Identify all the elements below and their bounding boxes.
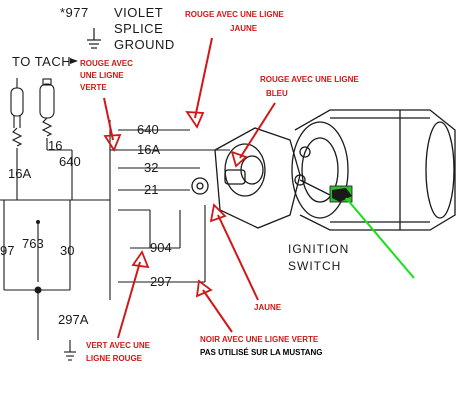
switch-label-ignition: IGNITION <box>288 242 349 256</box>
green-pointer-line <box>345 197 415 279</box>
wire-297a: 297A <box>58 312 89 327</box>
note-rouge-verte-line3: VERTE <box>80 83 107 92</box>
note-rouge-jaune-line1: ROUGE AVEC UNE LIGNE <box>185 10 284 19</box>
tach-connector-left <box>10 78 24 147</box>
arrow-to-297 <box>202 289 233 333</box>
to-tach-label: TO TACH <box>12 54 71 69</box>
note-rouge-bleu-line1: ROUGE AVEC UNE LIGNE <box>260 75 359 84</box>
splice-star-icon <box>36 220 40 224</box>
red-arrows <box>103 37 276 339</box>
note-rouge-jaune-line2: JAUNE <box>230 24 258 33</box>
left-wiring <box>0 120 118 340</box>
center-wiring <box>118 129 230 283</box>
wire-16a: 16A <box>137 142 160 157</box>
note-rouge-verte-line1: ROUGE AVEC <box>80 59 133 68</box>
wire-30: 30 <box>60 243 74 258</box>
arrow-to-640 <box>194 37 213 119</box>
wire-640: 640 <box>137 122 159 137</box>
note-vert-rouge-line2: LIGNE ROUGE <box>86 354 143 363</box>
legend-code: *977 <box>60 5 89 20</box>
arrow-to-904 <box>117 261 141 339</box>
note-pas-utilise: PAS UTILISÉ SUR LA MUSTANG <box>200 348 323 357</box>
note-rouge-bleu-line2: BLEU <box>266 89 288 98</box>
ignition-switch-body <box>191 109 456 231</box>
wire-763: 763 <box>22 236 44 251</box>
ground-symbol-icon <box>87 28 101 49</box>
wire-32: 32 <box>144 160 158 175</box>
wire-297: 297 <box>150 274 172 289</box>
wire-904: 904 <box>150 240 172 255</box>
legend-ground: GROUND <box>114 37 175 52</box>
legend-splice: SPLICE <box>114 21 163 36</box>
tach-arrow-icon <box>70 58 78 64</box>
wire-640-left: 640 <box>59 154 81 169</box>
legend: *977 VIOLET SPLICE GROUND <box>60 5 175 52</box>
highlighted-terminal-icon <box>329 185 353 203</box>
note-vert-rouge-line1: VERT AVEC UNE <box>86 341 151 350</box>
wire-16a-left: 16A <box>8 166 31 181</box>
arrow-to-switch <box>239 102 276 159</box>
arrow-to-21 <box>217 214 259 301</box>
wire-16: 16 <box>48 138 62 153</box>
note-jaune: JAUNE <box>254 303 282 312</box>
legend-violet: VIOLET <box>114 5 163 20</box>
switch-label-switch: SWITCH <box>288 259 341 273</box>
splice-node-icon <box>34 286 42 294</box>
note-noir-verte: NOIR AVEC UNE LIGNE VERTE <box>200 335 319 344</box>
red-annotations: ROUGE AVEC UNE LIGNE JAUNE ROUGE AVEC UN… <box>80 10 359 363</box>
note-rouge-verte-line2: UNE LIGNE <box>80 71 124 80</box>
arrow-to-16a <box>103 97 114 141</box>
bottom-ground-icon <box>64 340 76 361</box>
wire-97: 97 <box>0 243 14 258</box>
tach-connector-right <box>39 78 55 137</box>
wire-21: 21 <box>144 182 158 197</box>
